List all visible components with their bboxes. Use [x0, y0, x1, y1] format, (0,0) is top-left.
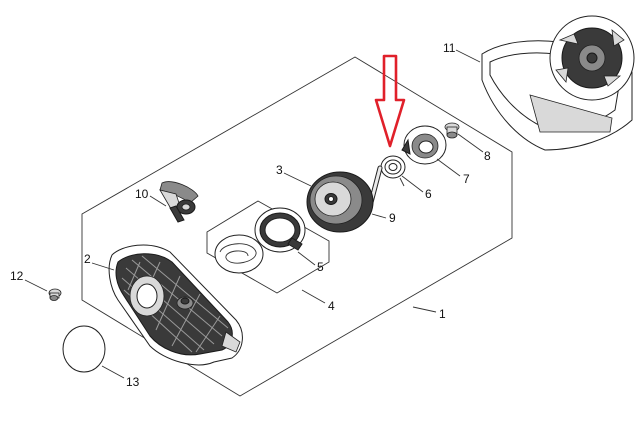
- leader-4: [301, 289, 326, 304]
- recoil-spring-part-5: [214, 207, 306, 274]
- callout-5: 5: [317, 260, 324, 274]
- callout-11: 11: [443, 41, 456, 55]
- leader-7: [436, 158, 461, 177]
- callout-10: 10: [135, 187, 149, 201]
- washer-part-13: [62, 325, 106, 373]
- callout-12: 12: [10, 269, 24, 283]
- leader-5: [297, 251, 316, 266]
- leader-3: [283, 172, 312, 187]
- leader-8: [457, 133, 484, 153]
- callout-1: 1: [439, 307, 446, 321]
- starter-housing-part-2: [108, 244, 243, 366]
- pulley-part-3: [306, 171, 374, 233]
- callout-13: 13: [126, 375, 140, 389]
- fan-cover-part-11: [481, 15, 635, 151]
- leader-1: [412, 306, 437, 313]
- bolt-part-8: [444, 122, 460, 139]
- leader-10: [149, 195, 167, 207]
- screw-part-12: [48, 288, 62, 301]
- leader-11: [455, 49, 481, 63]
- leader-13: [101, 365, 125, 379]
- assembly-outline-1: [81, 56, 513, 397]
- callout-7: 7: [463, 172, 470, 186]
- leader-2: [91, 262, 115, 271]
- leader-9: [371, 213, 387, 219]
- leader-12: [24, 279, 48, 292]
- leader-6: [401, 175, 424, 193]
- callout-8: 8: [484, 149, 491, 163]
- handle-part-10: [159, 181, 199, 223]
- callout-4: 4: [328, 299, 335, 313]
- callout-3: 3: [276, 163, 283, 177]
- callout-2: 2: [84, 252, 91, 266]
- assembly-outline-4: [206, 200, 330, 294]
- callout-9: 9: [389, 211, 396, 225]
- ratchet-part-7: [401, 125, 447, 165]
- highlight-arrow: [374, 54, 406, 148]
- flywheel-fan: [549, 15, 635, 101]
- callout-6: 6: [425, 187, 432, 201]
- spring-part-6: [380, 155, 406, 187]
